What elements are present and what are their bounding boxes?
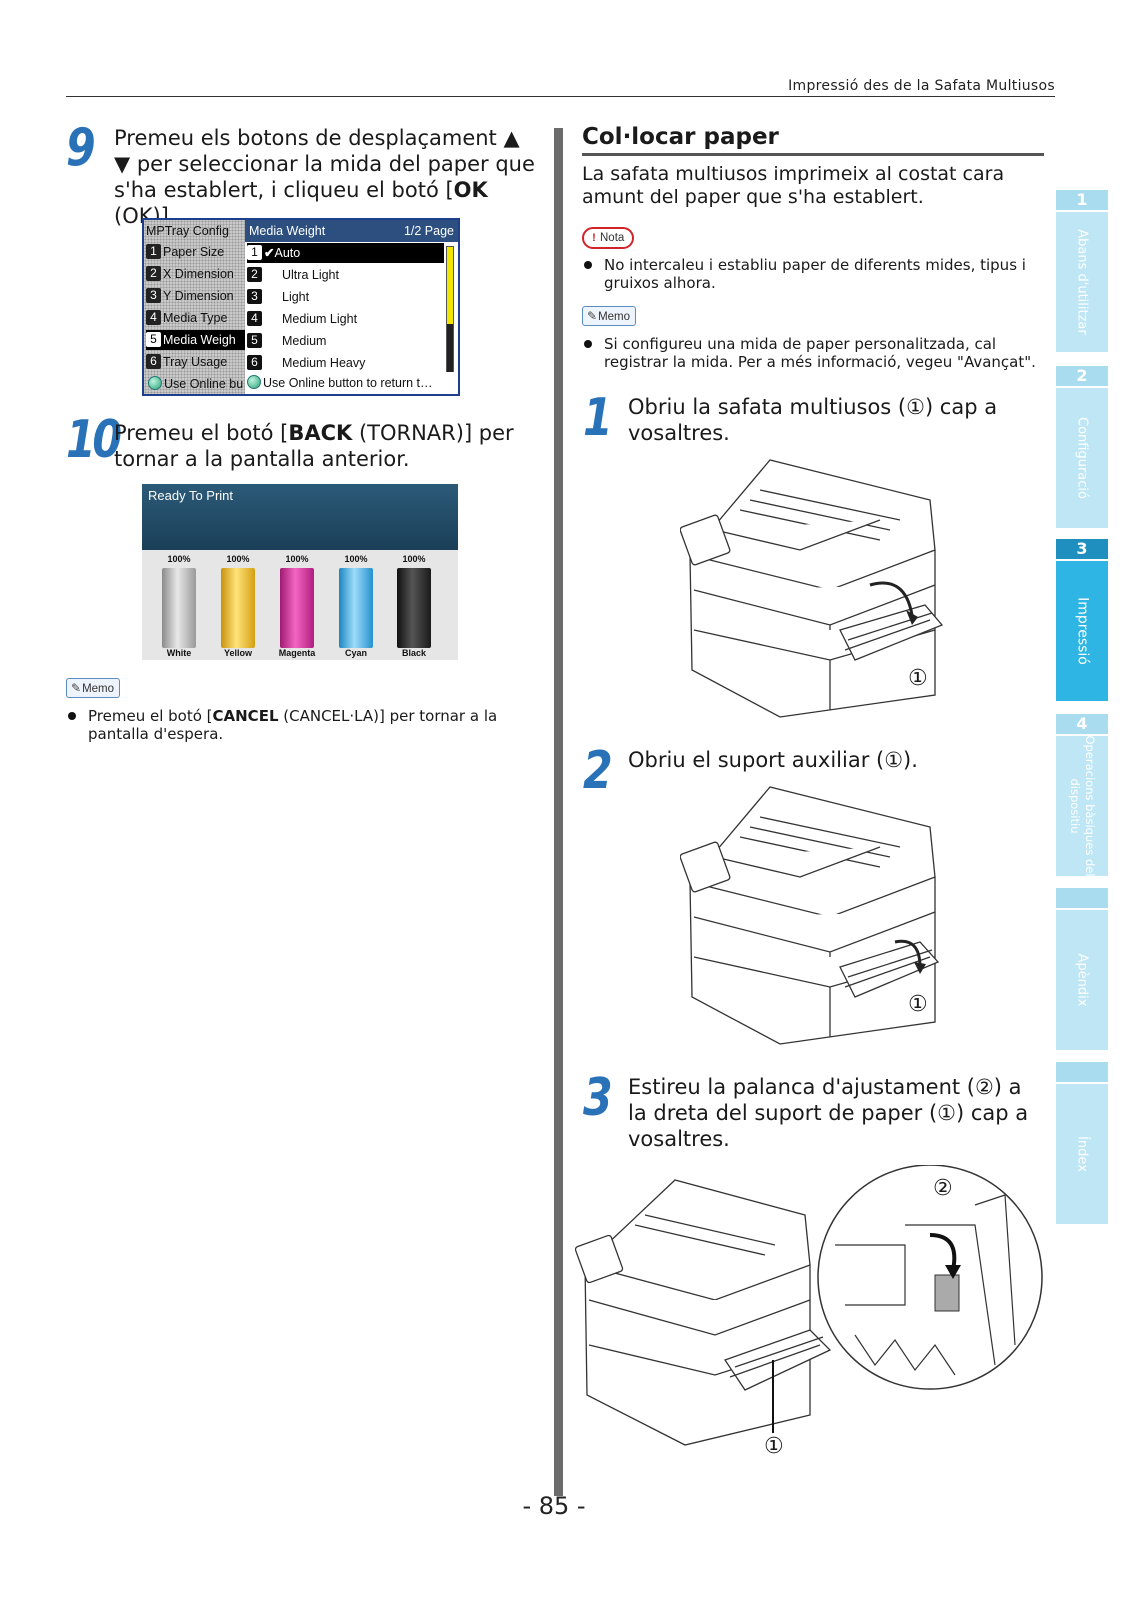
toner-cylinder-black bbox=[397, 568, 431, 648]
side-tab-index[interactable]: Índex bbox=[1056, 1062, 1108, 1224]
toner-label: Cyan bbox=[344, 648, 367, 658]
toner-level: 100% bbox=[402, 554, 426, 564]
toner-label: White bbox=[166, 648, 192, 658]
toner-label: Yellow bbox=[223, 648, 252, 658]
step-3-text: Estireu la palanca d'ajustament (②) a la… bbox=[628, 1075, 1029, 1151]
step-9-line3: s'ha establert, i cliqueu el botó [OK (O… bbox=[114, 178, 488, 228]
side-tab-3-active[interactable]: 3 Impressió bbox=[1056, 539, 1108, 701]
lcd-page-indicator: 1/2 Page bbox=[403, 224, 454, 238]
step-2-text: Obriu el suport auxiliar (①). bbox=[628, 748, 918, 772]
toner-level: 100% bbox=[167, 554, 191, 564]
online-button-icon bbox=[148, 376, 162, 390]
step-10-text: Premeu el botó [BACK (TORNAR)] per torna… bbox=[114, 420, 544, 472]
step-10-line1: Premeu el botó [BACK (TORNAR)] per bbox=[114, 421, 514, 445]
bullet-dot bbox=[68, 712, 76, 720]
lcd-left-title: MPTray Config bbox=[146, 224, 229, 238]
toner-level: 100% bbox=[226, 554, 250, 564]
side-tab-2[interactable]: 2 Configuració bbox=[1056, 366, 1108, 528]
step-10-line2: tornar a la pantalla anterior. bbox=[114, 447, 410, 471]
header-rule bbox=[66, 96, 1055, 97]
nota-badge: !Nota bbox=[582, 227, 635, 249]
step-9-number: 9 bbox=[66, 118, 96, 178]
lcd-scroll-thumb[interactable] bbox=[447, 247, 453, 324]
side-tab-1[interactable]: 1 Abans d'utilitzar bbox=[1056, 190, 1108, 352]
callout-2: ② bbox=[933, 1176, 953, 1201]
lcd-right-header: Media Weight 1/2 Page bbox=[245, 220, 458, 242]
callout-1: ① bbox=[908, 666, 928, 691]
running-header: Impressió des de la Safata Multiusos bbox=[788, 78, 1055, 94]
toner-level: 100% bbox=[285, 554, 309, 564]
step-2-number: 2 bbox=[583, 741, 613, 801]
toner-cylinder-yellow bbox=[221, 568, 255, 648]
step-10-number: 10 bbox=[66, 410, 122, 470]
section-rule bbox=[582, 153, 1044, 156]
toner-label: Magenta bbox=[278, 648, 316, 658]
callout-1: ① bbox=[764, 1434, 784, 1459]
lcd-right-footer: Use Online button to return t… bbox=[245, 372, 458, 394]
bullet-dot bbox=[584, 261, 592, 269]
bullet-dot bbox=[584, 340, 592, 348]
printer-illustration-support bbox=[680, 786, 940, 1045]
lcd-ready-status: Ready To Print bbox=[148, 488, 234, 503]
step-1-number: 1 bbox=[583, 388, 613, 448]
step-9-text: Premeu els botons de desplaçament ▲ ▼ pe… bbox=[114, 125, 544, 229]
lcd-scrollbar[interactable] bbox=[446, 246, 454, 376]
callout-1: ① bbox=[908, 992, 928, 1017]
column-divider bbox=[554, 128, 563, 1496]
printer-illustration-lever bbox=[575, 1165, 1043, 1446]
toner-cylinder-white bbox=[162, 568, 196, 648]
step-1-text: Obriu la safata multiusos (①) cap a vosa… bbox=[628, 395, 998, 445]
step-9-line1: Premeu els botons de desplaçament ▲ bbox=[114, 126, 520, 150]
side-tab-appendix[interactable]: Apèndix bbox=[1056, 888, 1108, 1050]
step-9-line2: ▼ per seleccionar la mida del paper que bbox=[114, 152, 535, 176]
lcd-option-selected[interactable]: 1✔Auto bbox=[247, 243, 444, 263]
section-title: Col·locar paper bbox=[582, 124, 779, 150]
lcd-ready-screen: Ready To Print 100% 100% 100% 100% 100% … bbox=[142, 484, 458, 660]
pencil-icon: ✎ bbox=[587, 309, 598, 323]
check-icon: ✔ bbox=[264, 246, 275, 260]
printer-illustration-open-tray bbox=[680, 459, 944, 718]
toner-cylinder-cyan bbox=[339, 568, 373, 648]
online-button-icon bbox=[247, 375, 261, 389]
toner-level: 100% bbox=[344, 554, 368, 564]
lcd-ready-header: Ready To Print bbox=[142, 484, 458, 550]
exclamation-icon: ! bbox=[592, 232, 596, 244]
toner-cylinder-magenta bbox=[280, 568, 314, 648]
pencil-icon: ✎ bbox=[71, 681, 82, 695]
section-intro: La safata multiusos imprimeix al costat … bbox=[582, 163, 1005, 208]
memo-badge: ✎Memo bbox=[66, 678, 121, 698]
toner-label: Black bbox=[401, 648, 427, 658]
lcd-left-footer: Use Online bu bbox=[146, 374, 245, 394]
memo-badge: ✎Memo bbox=[582, 306, 637, 326]
lcd-right-title: Media Weight bbox=[249, 224, 326, 238]
step-3-number: 3 bbox=[583, 1068, 613, 1128]
page-number: - 85 - bbox=[522, 1492, 586, 1520]
